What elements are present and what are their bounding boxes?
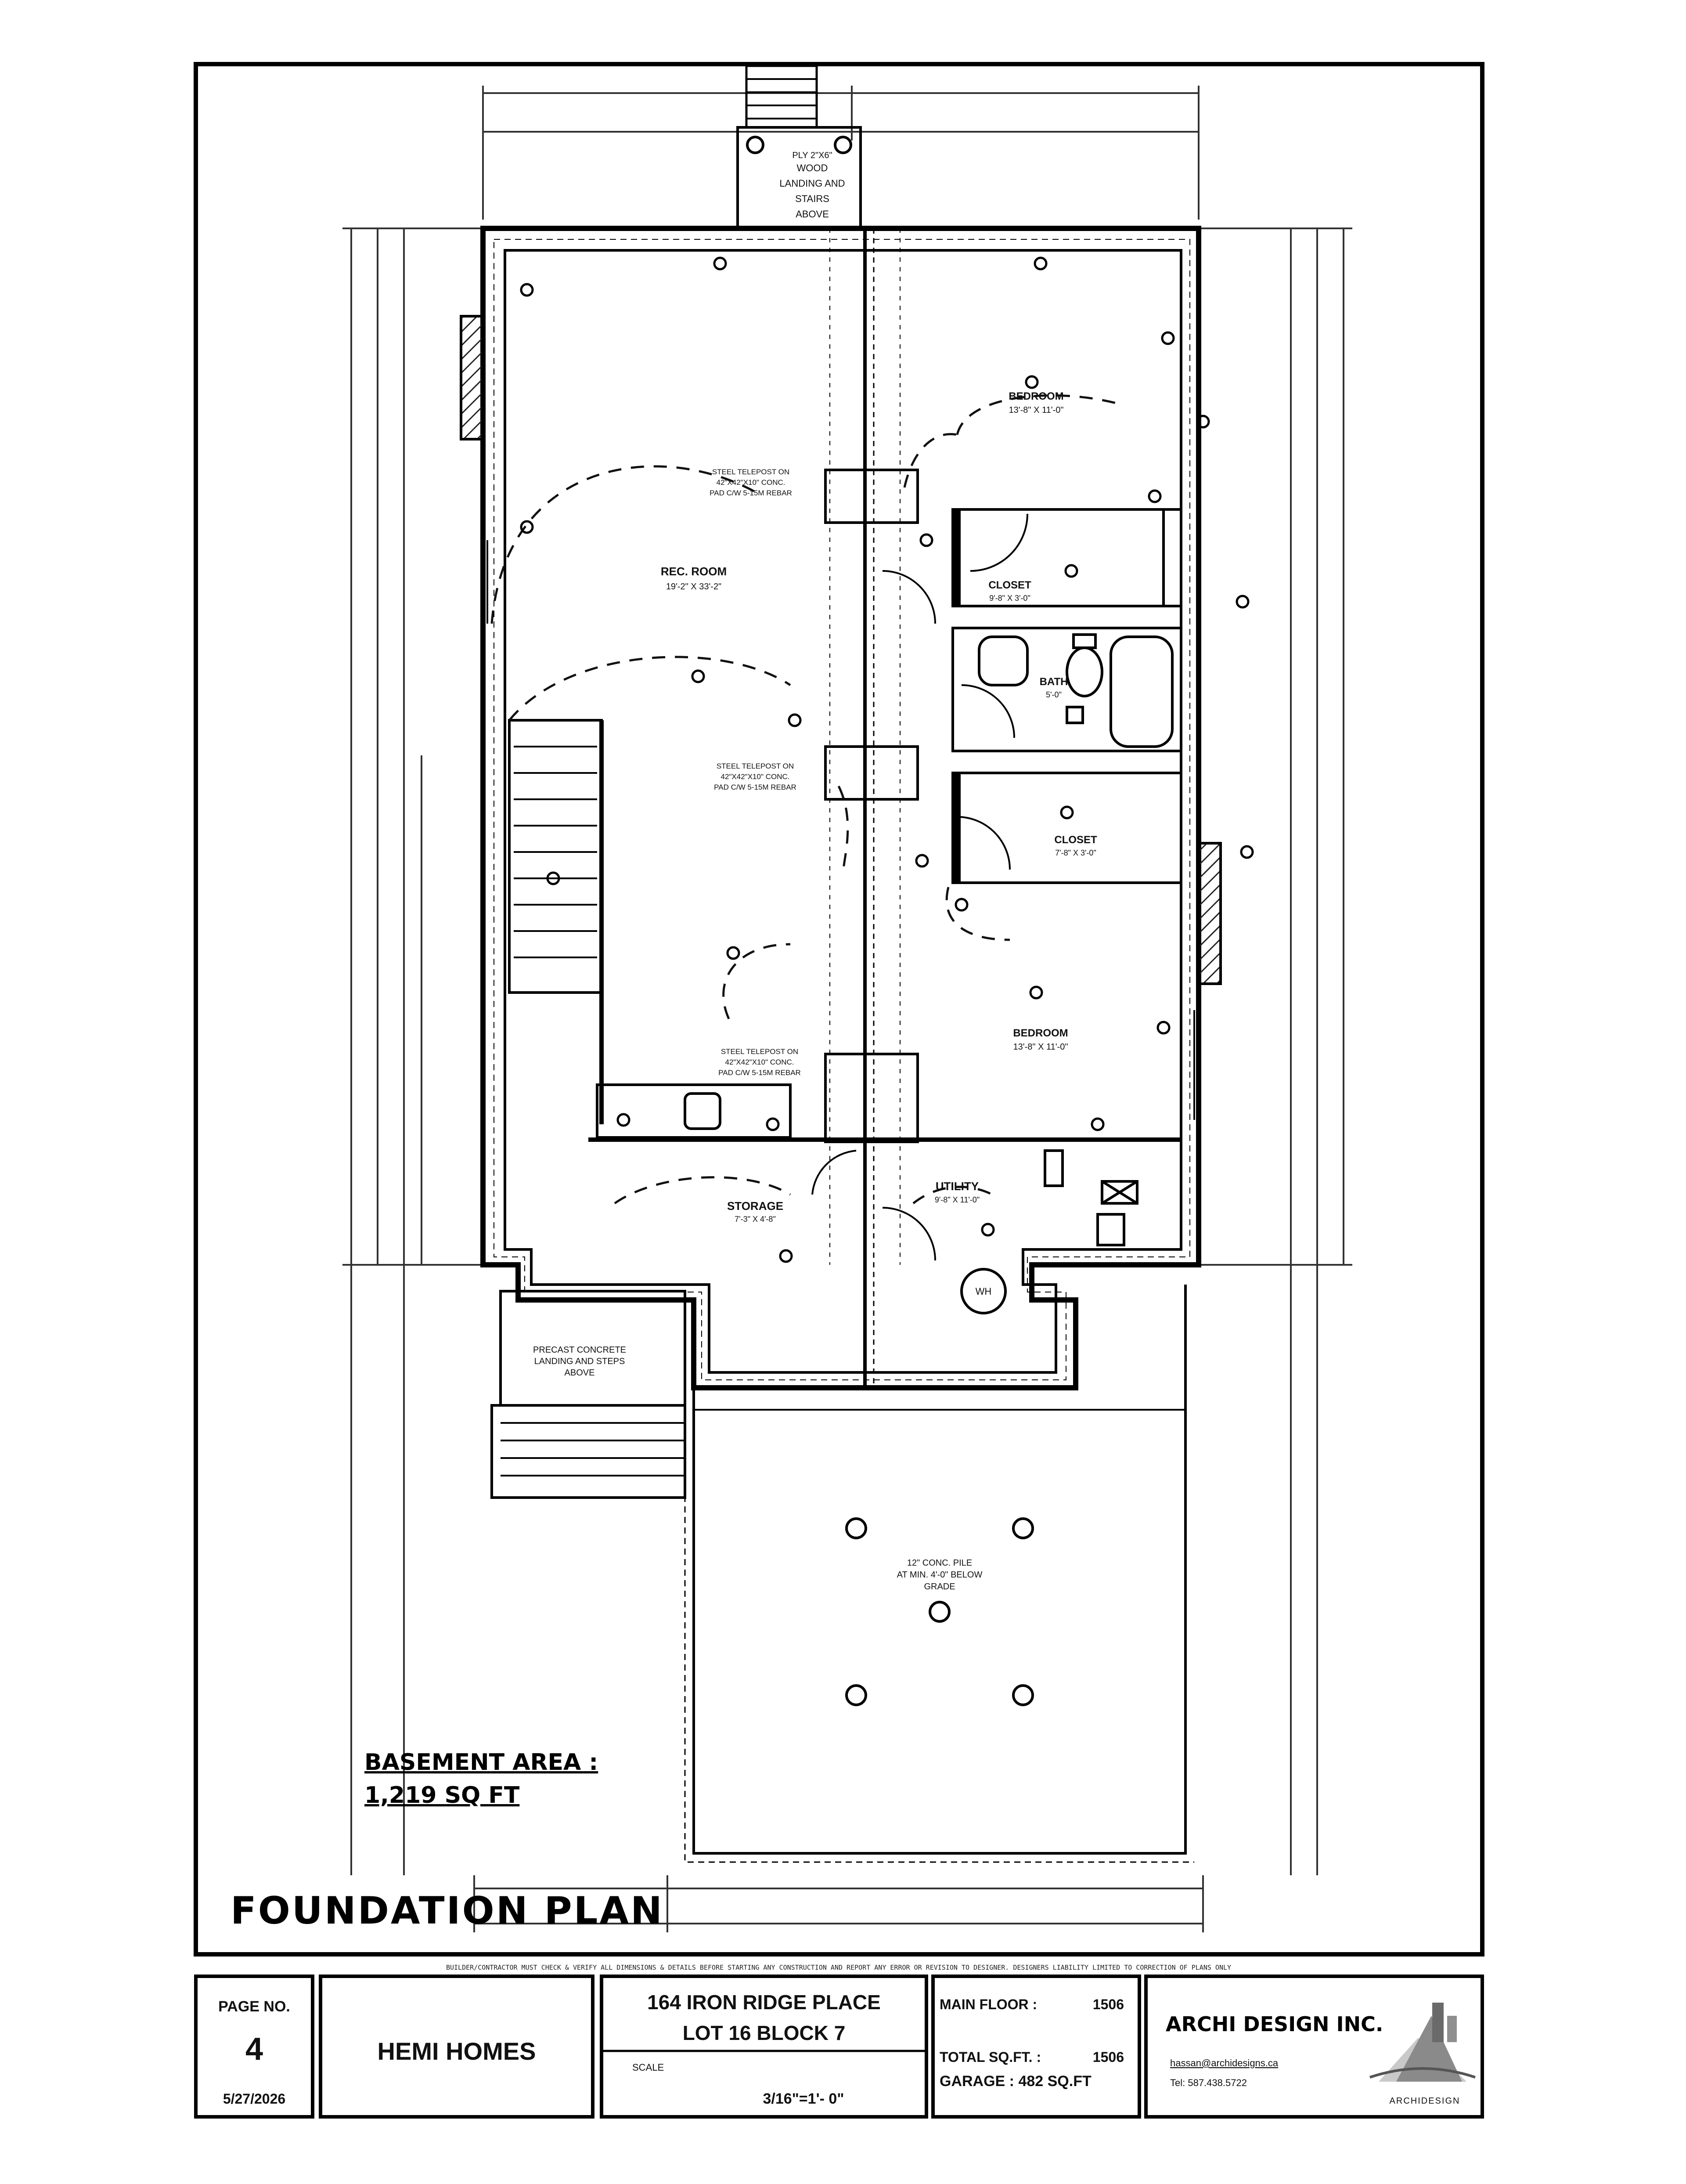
main-floor-value: 1506 (1093, 1996, 1124, 2012)
steel-post-2-line-2: 42"X42"X10" CONC. (721, 773, 789, 781)
steel-post-3-line-2: 42"X42"X10" CONC. (725, 1058, 794, 1066)
basement-area-label: BASEMENT AREA : (364, 1749, 598, 1776)
bedroom-top-size: 13'-8" X 11'-0" (1009, 405, 1064, 415)
side-landing (490, 1290, 686, 1499)
bedroom-top-label: BEDROOM (1009, 390, 1063, 402)
steel-post-3-line-3: PAD C/W 5-15M REBAR (718, 1069, 801, 1077)
basement-area-value: 1,219 SQ FT (364, 1782, 520, 1809)
scale-value: 3/16"=1'- 0" (763, 2090, 844, 2107)
rec-room-label: REC. ROOM (661, 565, 727, 578)
storage-label: STORAGE (727, 1199, 783, 1213)
door-swings (811, 513, 1028, 1261)
project-lot: LOT 16 BLOCK 7 (683, 2022, 846, 2044)
closet-mid-label: CLOSET (1054, 834, 1097, 846)
central-beam (829, 228, 901, 1388)
sheet-date: 5/27/2026 (223, 2091, 285, 2107)
total-sqft-label: TOTAL SQ.FT. : (940, 2049, 1041, 2065)
builder-notice: BUILDER/CONTRACTOR MUST CHECK & VERIFY A… (446, 1964, 1231, 1971)
garage-sqft: GARAGE : 482 SQ.FT (940, 2073, 1092, 2090)
total-sqft-value: 1506 (1093, 2049, 1124, 2065)
bedroom-bottom-size: 13'-8" X 11'-0" (1013, 1042, 1068, 1052)
steel-post-1-line-1: STEEL TELEPOST ON (712, 468, 789, 476)
designer-name: ARCHI DESIGN INC. (1166, 2012, 1383, 2036)
storage-size: 7'-3" X 4'-8" (735, 1215, 776, 1224)
closet-top-label: CLOSET (988, 579, 1031, 591)
stair-treads (514, 746, 597, 958)
closet-top-size: 9'-8" X 3'-0" (989, 594, 1030, 603)
top-landing-label-3: LANDING AND (779, 178, 845, 189)
bath-size: 5'-0" (1046, 690, 1062, 699)
logo-caption: ARCHIDESIGN (1390, 2096, 1460, 2106)
garage-pile-note-1: 12" CONC. PILE (907, 1558, 972, 1568)
archidesign-logo: ARCHIDESIGN (1369, 2003, 1476, 2106)
steel-post-1-line-3: PAD C/W 5-15M REBAR (710, 489, 792, 497)
steel-post-1-line-2: 42"X42"X10" CONC. (716, 478, 785, 487)
light-fixtures (520, 256, 1254, 1263)
project-address: 164 IRON RIDGE PLACE (647, 1991, 881, 2014)
garage-pile-1 (845, 1517, 867, 1539)
main-floor-label: MAIN FLOOR : (940, 1996, 1037, 2012)
light-switch-arcs (490, 394, 1120, 1205)
garage-area (684, 1285, 1194, 1863)
top-landing: PLY 2"X6" WOOD LANDING AND STAIRS ABOVE (736, 65, 862, 230)
room-labels: REC. ROOM 19'-2" X 33'-2" BEDROOM 13'-8"… (661, 390, 1097, 1297)
side-landing-label-1: PRECAST CONCRETE (533, 1345, 626, 1355)
side-landing-label-3: ABOVE (565, 1368, 595, 1378)
plan-title: FOUNDATION PLAN (231, 1889, 664, 1933)
designer-phone: Tel: 587.438.5722 (1170, 2077, 1247, 2088)
water-heater-label: WH (976, 1286, 992, 1297)
steel-post-2-line-3: PAD C/W 5-15M REBAR (714, 783, 796, 791)
scale-label: SCALE (632, 2062, 664, 2073)
utility-size: 9'-8" X 11'-0" (935, 1195, 980, 1204)
closet-mid-size: 7'-8" X 3'-0" (1055, 848, 1096, 857)
garage-pile-4 (845, 1684, 867, 1706)
steel-post-2-line-1: STEEL TELEPOST ON (717, 762, 794, 770)
interior-walls (460, 315, 1222, 1314)
top-landing-label-5: ABOVE (796, 209, 829, 220)
foundation-walls (480, 226, 1201, 1390)
designer-email: hassan@archidesigns.ca (1170, 2058, 1279, 2068)
garage-pile-note-3: GRADE (924, 1582, 955, 1592)
rec-room-size: 19'-2" X 33'-2" (666, 582, 721, 592)
page-no-label: PAGE NO. (218, 1998, 290, 2015)
garage-pile-3 (929, 1601, 951, 1623)
top-landing-label-4: STAIRS (795, 193, 829, 204)
garage-pile-2 (1012, 1517, 1034, 1539)
builder-company: HEMI HOMES (378, 2037, 536, 2065)
side-landing-label-2: LANDING AND STEPS (534, 1357, 625, 1366)
garage-pile-note-2: AT MIN. 4'-0" BELOW (897, 1570, 983, 1580)
steel-post-3-line-1: STEEL TELEPOST ON (721, 1047, 798, 1056)
title-block (194, 1975, 1484, 2119)
sheet-border (194, 62, 1484, 1957)
bath-label: BATH (1040, 676, 1068, 688)
garage-pile-5 (1012, 1684, 1034, 1706)
page-number: 4 (245, 2032, 263, 2067)
utility-label: UTILITY (936, 1180, 979, 1193)
bedroom-bottom-label: BEDROOM (1013, 1027, 1068, 1039)
top-landing-label-1: PLY 2"X6" (792, 151, 832, 160)
top-landing-label-2: WOOD (797, 162, 828, 173)
